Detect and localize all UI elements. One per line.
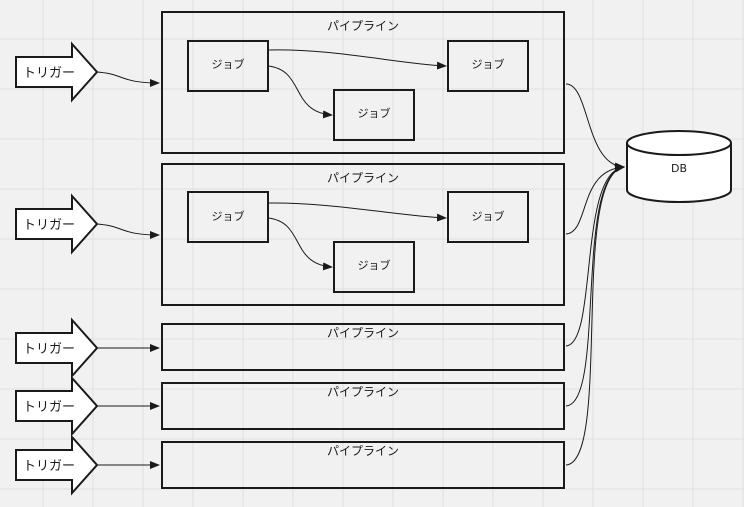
pipeline-1-job-3-label: ジョブ [358,106,391,120]
pipeline-2-job-3 [333,241,415,293]
pipeline-1-job-2 [447,40,529,92]
pipeline-2-job-1-label: ジョブ [212,209,245,223]
edge-job1-job2 [267,49,447,70]
pipeline-5-box [161,441,565,489]
trigger-4-label: トリガー [23,400,75,415]
database-top [626,130,732,156]
edge-job1-job2 [267,202,447,222]
pipeline-2-box [161,163,565,306]
edge-pipeline-2-db [565,163,625,235]
pipeline-5: パイプライン [161,441,565,489]
pipeline-1: パイプライン ジョブ ジョブ ジョブ [161,11,565,154]
trigger-3: トリガー [15,317,99,379]
pipeline-3-label: パイプライン [327,326,399,340]
pipeline-1-job-2-label: ジョブ [472,57,505,71]
edge-trigger-1-pipeline-1 [96,71,160,87]
pipeline-2-job-3-label: ジョブ [358,258,391,272]
pipeline-2-job-1 [187,191,269,243]
trigger-4: トリガー [15,375,99,437]
pipeline-2-job-2-label: ジョブ [472,209,505,223]
edge-job1-job3 [267,65,333,119]
pipeline-1-box [161,11,565,154]
pipeline-2-label: パイプライン [327,171,399,185]
edge-pipeline-3-db [565,164,625,347]
trigger-3-label: トリガー [23,342,75,357]
trigger-4-arrow-shape [15,375,99,437]
pipeline-1-label: パイプライン [327,19,399,33]
pipeline-2-job-2 [447,191,529,243]
edge-job1-job3 [267,217,333,271]
pipeline-4-label: パイプライン [327,385,399,399]
database-cylinder [626,143,732,203]
edge-pipeline-1-db [565,83,625,171]
pipeline-4: パイプライン [161,382,565,430]
pipeline-4-box [161,382,565,430]
trigger-2: トリガー [15,193,99,255]
pipeline-1-job-1-label: ジョブ [212,57,245,71]
database-label: DB [671,162,687,175]
pipeline-2: パイプライン ジョブ ジョブ ジョブ [161,163,565,306]
database: DB [626,130,732,203]
pipeline-1-job-3 [333,89,415,141]
pipeline-5-label: パイプライン [327,444,399,458]
trigger-5-arrow-shape [15,434,99,496]
trigger-2-label: トリガー [23,218,75,233]
edge-pipeline-5-db [565,164,625,466]
trigger-1-label: トリガー [23,66,75,81]
trigger-3-arrow-shape [15,317,99,379]
edge-pipeline-4-db [565,164,625,407]
trigger-1-arrow-shape [15,41,99,103]
pipeline-3-box [161,323,565,371]
trigger-5: トリガー [15,434,99,496]
trigger-2-arrow-shape [15,193,99,255]
trigger-5-label: トリガー [23,459,75,474]
trigger-1: トリガー [15,41,99,103]
pipeline-3: パイプライン [161,323,565,371]
edge-trigger-2-pipeline-2 [96,223,160,239]
